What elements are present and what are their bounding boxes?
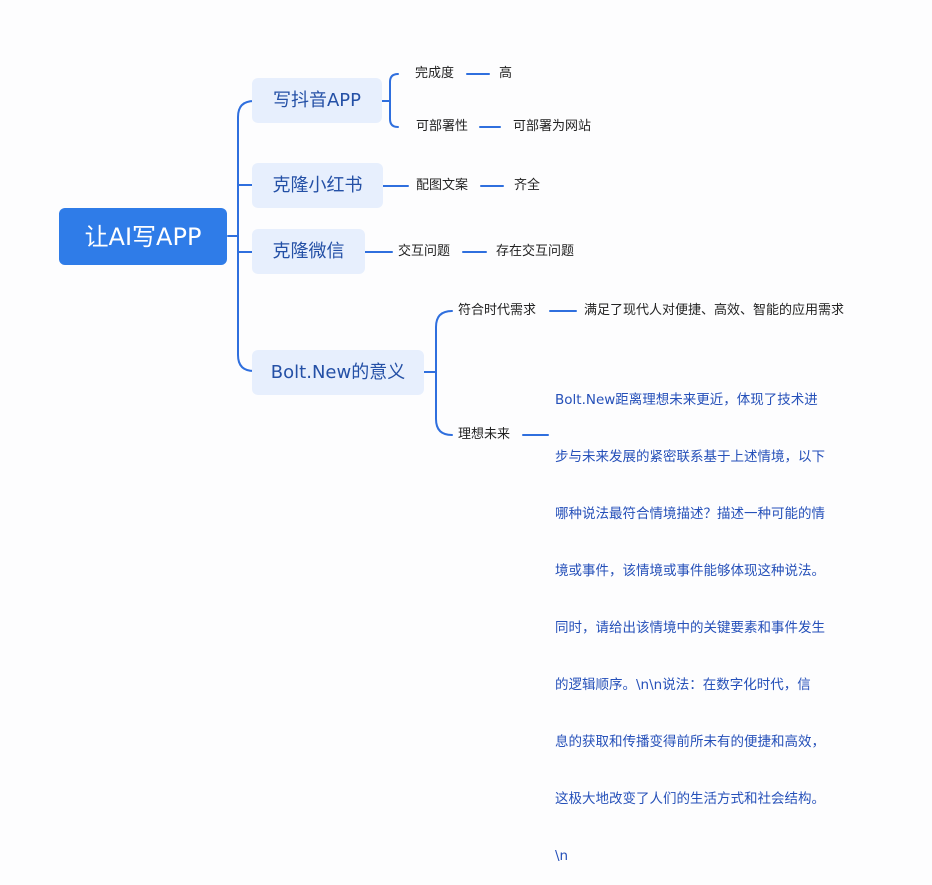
leaf-completion-label[interactable]: 完成度 [415,66,455,81]
leaf-completion-value[interactable]: 高 [499,66,513,81]
branch-write-douyin-app[interactable]: 写抖音APP [252,78,382,123]
branch-label: 写抖音APP [272,89,362,111]
leaf-ideal-future-label[interactable]: 理想未来 [458,427,511,442]
description-line: \n [555,848,569,864]
branch-clone-wechat[interactable]: 克隆微信 [252,229,365,274]
description-line: 同时，请给出该情境中的关键要素和事件发生 [555,620,825,636]
leaf-era-demand-value[interactable]: 满足了现代人对便捷、高效、智能的应用需求 [584,303,845,318]
leaf-interaction-label[interactable]: 交互问题 [398,244,451,259]
root-node[interactable]: 让AI写APP [59,208,227,265]
root-label: 让AI写APP [84,222,202,251]
ideal-future-description[interactable]: Bolt.New距离理想未来更近，体现了技术进 步与未来发展的紧密联系基于上述情… [555,353,847,885]
branch-clone-xiaohongshu[interactable]: 克隆小红书 [252,163,383,208]
leaf-deployability-label[interactable]: 可部署性 [416,119,469,134]
mind-map-canvas [227,73,577,436]
branch-label: Bolt.New的意义 [270,361,406,383]
description-line: 息的获取和传播变得前所未有的便捷和高效， [555,734,825,750]
leaf-era-demand-label[interactable]: 符合时代需求 [458,303,537,318]
branch-1-leaf-connector [381,73,399,128]
root-branch-connector [227,100,255,372]
leaf-image-copy-value[interactable]: 齐全 [514,178,541,193]
branch-label: 克隆微信 [272,240,345,262]
description-line: 的逻辑顺序。\n\n说法：在数字化时代，信 [555,677,811,693]
description-line: 步与未来发展的紧密联系基于上述情境，以下 [555,449,825,465]
description-line: Bolt.New距离理想未来更近，体现了技术进 [555,392,818,408]
leaf-image-copy-label[interactable]: 配图文案 [416,178,469,193]
description-line: 境或事件，该情境或事件能够体现这种说法。 [555,563,825,579]
branch-4-leaf-connector [423,310,453,436]
description-line: 这极大地改变了人们的生活方式和社会结构。 [555,791,825,807]
leaf-deployability-value[interactable]: 可部署为网站 [513,119,592,134]
description-line: 哪种说法最符合情境描述？描述一种可能的情 [555,506,825,522]
leaf-interaction-value[interactable]: 存在交互问题 [496,244,575,259]
branch-label: 克隆小红书 [272,174,363,196]
branch-bolt-new-meaning[interactable]: Bolt.New的意义 [252,350,424,395]
